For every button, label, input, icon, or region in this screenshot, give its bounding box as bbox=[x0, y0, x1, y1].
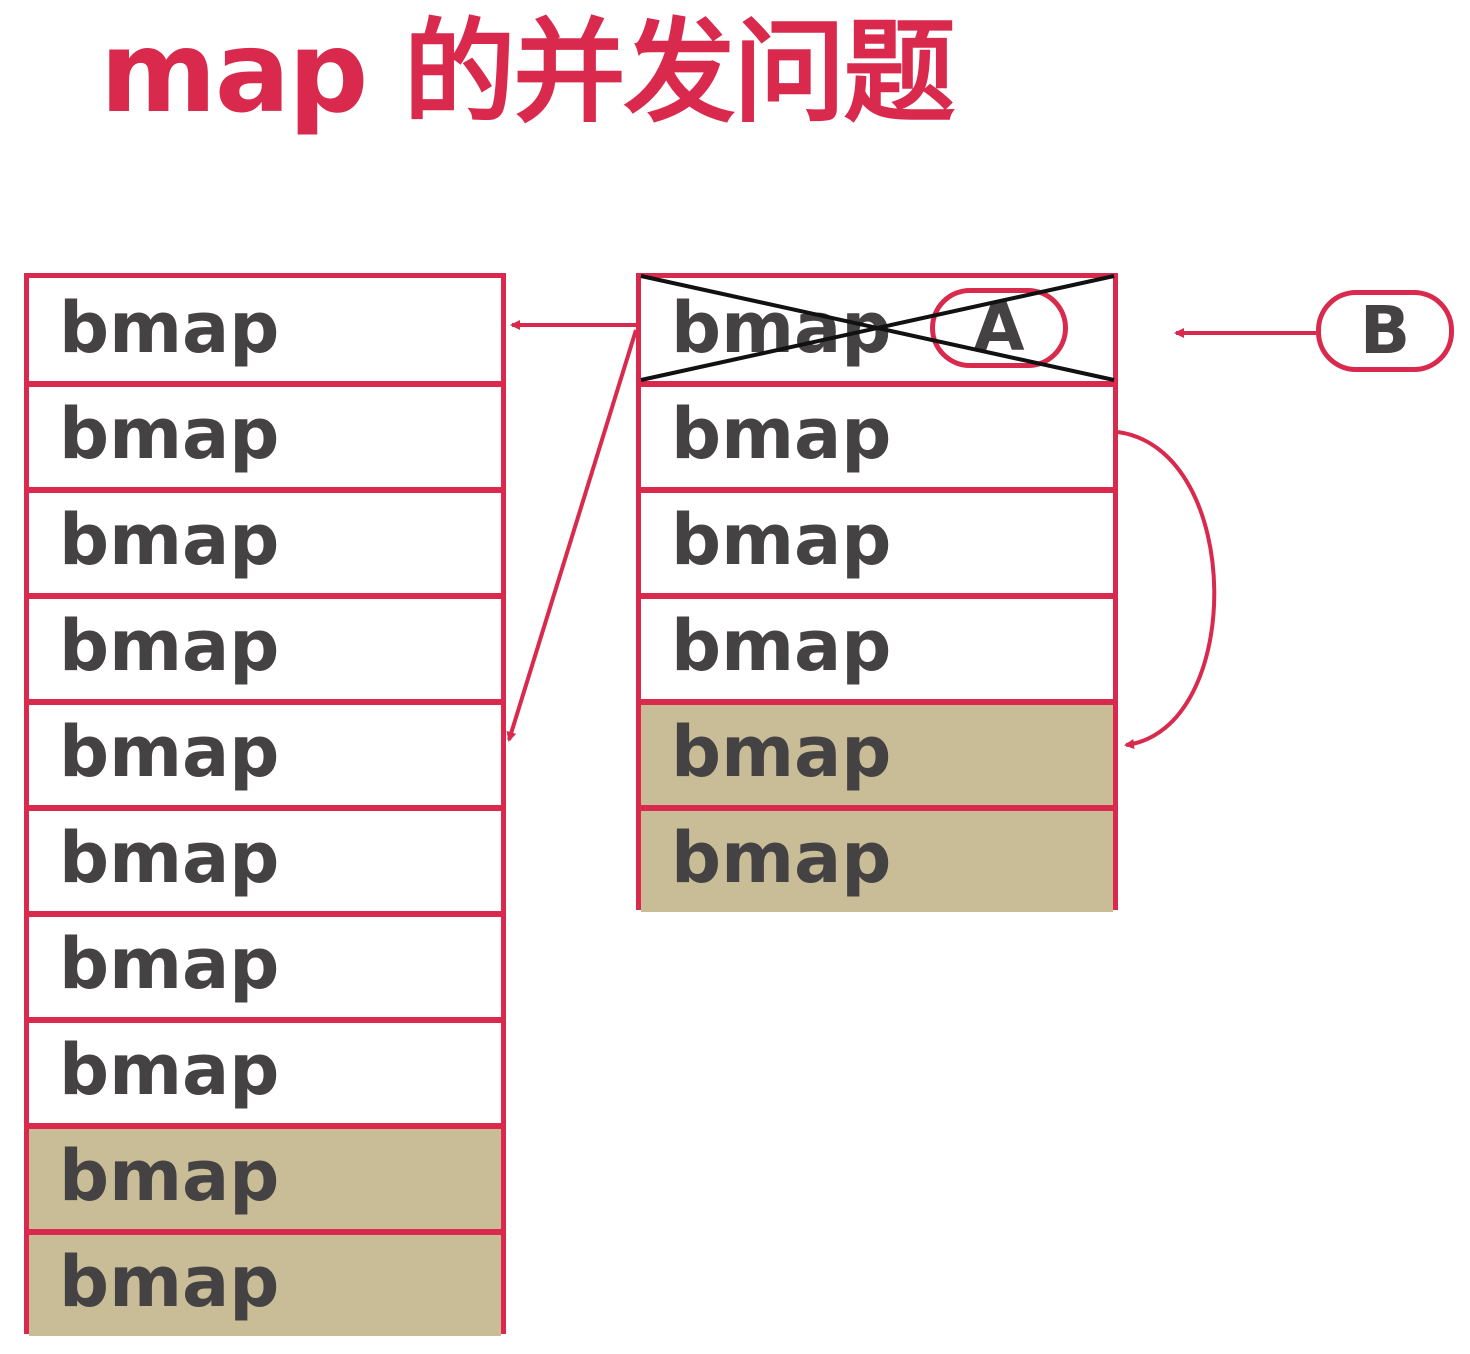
bucket-label: bmap bbox=[671, 287, 892, 369]
bucket-label: bmap bbox=[59, 817, 280, 899]
new-bucket-4: bmap bbox=[641, 593, 1113, 700]
old-bucket-3: bmap bbox=[29, 487, 501, 594]
arrow-to-old-bucket-5 bbox=[506, 329, 638, 742]
bucket-label: bmap bbox=[671, 393, 892, 475]
old-bucket-7: bmap bbox=[29, 911, 501, 1018]
old-bucket-8: bmap bbox=[29, 1017, 501, 1124]
old-bucket-1: bmap bbox=[29, 278, 501, 379]
curved-arrow-overflow bbox=[1117, 430, 1217, 749]
goroutine-a-pill: A bbox=[930, 288, 1068, 368]
old-bucket-9: bmap bbox=[29, 1123, 501, 1230]
bucket-label: bmap bbox=[59, 499, 280, 581]
bucket-label: bmap bbox=[59, 1029, 280, 1111]
bucket-label: bmap bbox=[59, 393, 280, 475]
bucket-label: bmap bbox=[671, 605, 892, 687]
old-bucket-5: bmap bbox=[29, 699, 501, 806]
new-bucket-5: bmap bbox=[641, 699, 1113, 806]
bucket-label: bmap bbox=[671, 817, 892, 899]
old-bucket-6: bmap bbox=[29, 805, 501, 912]
new-bucket-2: bmap bbox=[641, 381, 1113, 488]
bucket-label: bmap bbox=[59, 287, 280, 369]
bucket-label: bmap bbox=[59, 711, 280, 793]
new-bucket-array: bmap bmap bmap bmap bmap bmap bbox=[636, 273, 1118, 912]
new-bucket-6: bmap bbox=[641, 805, 1113, 912]
old-bucket-4: bmap bbox=[29, 593, 501, 700]
bucket-label: bmap bbox=[671, 711, 892, 793]
old-bucket-array: bmap bmap bmap bmap bmap bmap bmap bmap bmap bmap bbox=[24, 273, 506, 1336]
new-bucket-3: bmap bbox=[641, 487, 1113, 594]
bucket-label: bmap bbox=[59, 923, 280, 1005]
bucket-label: bmap bbox=[671, 499, 892, 581]
bucket-label: bmap bbox=[59, 1241, 280, 1323]
old-bucket-2: bmap bbox=[29, 381, 501, 488]
bucket-label: bmap bbox=[59, 605, 280, 687]
old-bucket-10: bmap bbox=[29, 1229, 501, 1336]
page-title: map 的并发问题 bbox=[100, 8, 955, 138]
goroutine-b-pill: B bbox=[1316, 290, 1454, 372]
bucket-label: bmap bbox=[59, 1135, 280, 1217]
